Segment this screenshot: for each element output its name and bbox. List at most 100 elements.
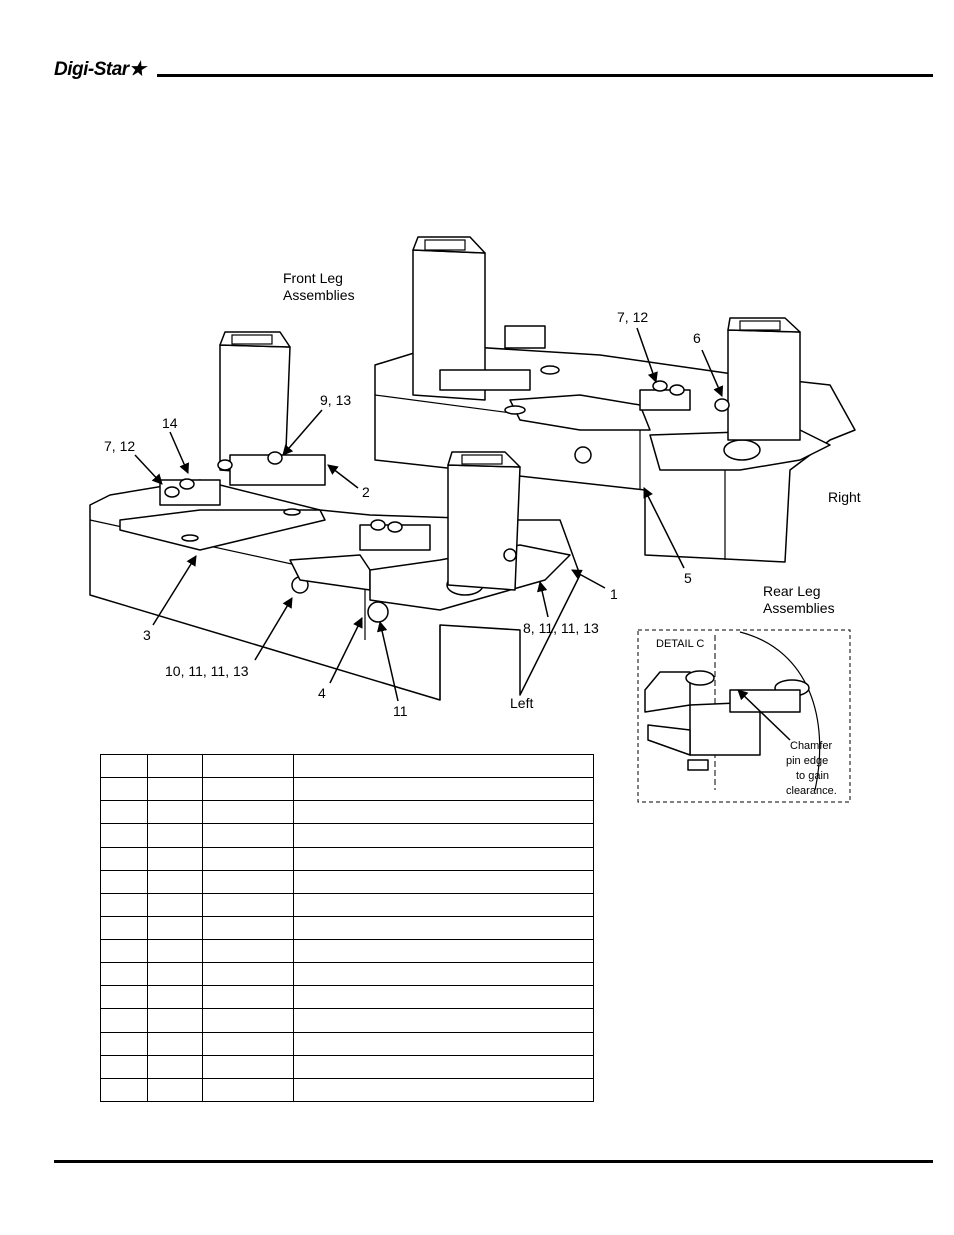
table-cell (202, 1054, 294, 1079)
table-cell (293, 1031, 594, 1056)
table-cell (293, 823, 594, 848)
table-cell (202, 753, 294, 779)
table-cell (202, 938, 294, 964)
table-cell (293, 777, 594, 802)
table-cell (100, 1054, 148, 1079)
table-cell (100, 1031, 148, 1056)
callout-8-11-11-13-arrow (536, 580, 549, 618)
callout-11: 11 (393, 703, 408, 719)
detail-note-line1: Chamfer (790, 740, 833, 752)
table-row (100, 1031, 594, 1056)
detail-c-inset: DETAIL C Chamfer pin edge to gain cleara… (637, 629, 851, 803)
table-cell (147, 962, 203, 987)
callout-2: 2 (362, 484, 370, 500)
table-cell (147, 777, 203, 802)
table-cell (202, 800, 294, 825)
table-row (100, 1008, 594, 1033)
table-cell (147, 915, 203, 941)
table-cell (293, 1008, 594, 1033)
callout-2-arrow (327, 464, 359, 489)
table-row (100, 846, 594, 871)
table-cell (293, 938, 594, 964)
table-cell (202, 823, 294, 848)
callout-10-11-11-13-arrow (254, 597, 293, 661)
table-cell (293, 892, 594, 917)
table-row (100, 892, 594, 917)
table-cell (202, 1008, 294, 1033)
callout-8-11-11-13: 8, 11, 11, 13 (523, 620, 599, 636)
rear-leg-label-line2: Assemblies (763, 600, 835, 616)
callout-4: 4 (318, 685, 326, 701)
table-cell (100, 892, 148, 917)
table-cell (147, 823, 203, 848)
table-cell (147, 753, 203, 779)
callout-9-13-arrow (282, 409, 323, 456)
table-row (100, 962, 594, 987)
callout-11-arrow (376, 620, 399, 702)
table-row (100, 800, 594, 825)
table-cell (147, 846, 203, 871)
table-cell (202, 892, 294, 917)
callout-9-13: 9, 13 (320, 392, 351, 408)
callout-5-arrow (643, 487, 685, 569)
table-cell (147, 1008, 203, 1033)
table-cell (293, 985, 594, 1010)
table-cell (100, 823, 148, 848)
callout-1-arrow (571, 569, 606, 589)
table-row (100, 823, 594, 848)
table-cell (100, 985, 148, 1010)
callout-6-arrow (701, 349, 724, 397)
table-cell (293, 915, 594, 941)
table-cell (100, 800, 148, 825)
table-cell (147, 938, 203, 964)
table-cell (293, 1054, 594, 1079)
detail-note-line3: to gain (796, 770, 829, 782)
parts-table (100, 753, 594, 1103)
table-row (100, 915, 594, 941)
table-cell (293, 846, 594, 871)
callout-4-arrow (329, 617, 363, 684)
digi-star-logo: Digi-Star★ (54, 59, 146, 80)
table-cell (100, 915, 148, 941)
detail-c-title: DETAIL C (656, 638, 704, 650)
table-cell (100, 1077, 148, 1103)
front-leg-label-line1: Front Leg (283, 270, 343, 286)
table-row (100, 938, 594, 964)
table-row (100, 869, 594, 894)
header-rule (157, 74, 933, 77)
callout-14: 14 (162, 415, 178, 431)
rear-leg-label-line1: Rear Leg (763, 583, 821, 599)
table-cell (202, 846, 294, 871)
table-cell (202, 1077, 294, 1103)
table-cell (202, 777, 294, 802)
table-cell (202, 962, 294, 987)
footer-rule (54, 1160, 933, 1163)
table-cell (293, 753, 594, 779)
table-cell (293, 1077, 594, 1103)
callout-14-arrow (169, 431, 190, 474)
table-cell (100, 777, 148, 802)
callout-3-arrow (152, 555, 197, 626)
table-cell (202, 985, 294, 1010)
callout-5: 5 (684, 570, 692, 586)
callout-7-12-left: 7, 12 (104, 438, 135, 454)
table-cell (147, 1077, 203, 1103)
callout-7-12-right: 7, 12 (617, 309, 648, 325)
table-cell (293, 869, 594, 894)
detail-note-line2: pin edge (786, 755, 828, 767)
table-cell (100, 846, 148, 871)
callout-1: 1 (610, 586, 618, 602)
detail-note-line4: clearance. (786, 785, 837, 797)
table-cell (147, 1054, 203, 1079)
table-row (100, 985, 594, 1010)
front-base-drawing (89, 331, 581, 701)
callout-7-12-right-arrow (636, 327, 658, 383)
table-cell (100, 1008, 148, 1033)
table-cell (147, 892, 203, 917)
table-cell (147, 869, 203, 894)
table-cell (202, 915, 294, 941)
front-leg-label-line2: Assemblies (283, 287, 355, 303)
table-cell (147, 985, 203, 1010)
table-cell (202, 1031, 294, 1056)
